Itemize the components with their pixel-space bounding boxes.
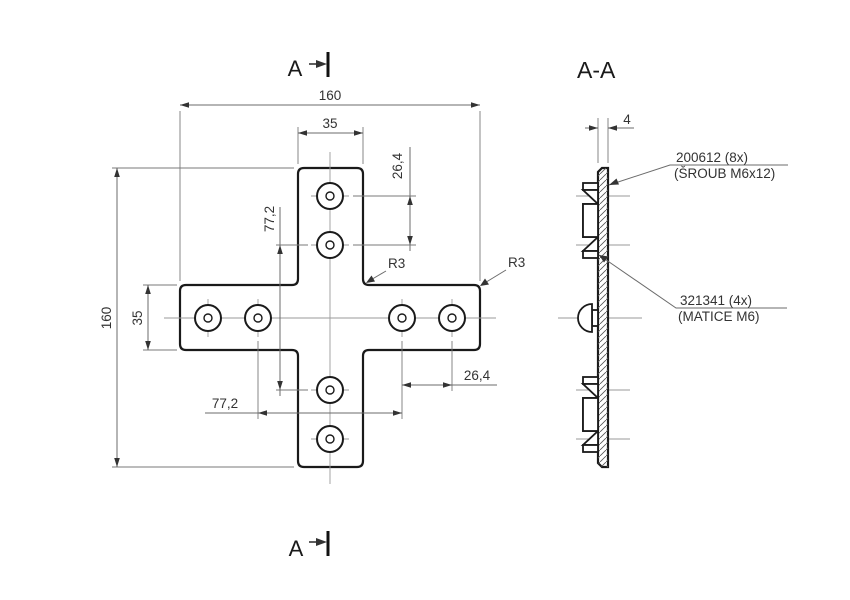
nut-body-outline	[582, 203, 599, 238]
hole	[438, 304, 466, 332]
dim-overall-width-value: 160	[319, 88, 342, 103]
countersink-cone	[580, 189, 599, 207]
nut-body-outline	[582, 397, 599, 432]
dim-hole-pitch-vertical-value: 26,4	[390, 152, 405, 179]
hole	[316, 231, 344, 259]
countersink-cone	[580, 383, 599, 401]
dim-arm-width-left: 35	[130, 284, 177, 351]
section-arrow-top	[316, 60, 327, 68]
hole	[194, 304, 222, 332]
dim-thickness-value: 4	[623, 112, 631, 127]
callout-screw: 200612 (8x) (ŠROUB M6x12)	[608, 150, 788, 186]
section-marker-top-label: A	[288, 56, 303, 81]
front-view: A A	[99, 52, 525, 561]
radius-callout-outer: R3	[480, 255, 525, 286]
dome-profile	[577, 303, 593, 333]
screw-head-flange	[582, 250, 599, 259]
hole	[316, 376, 344, 404]
screw-head-flange	[582, 376, 599, 385]
holes	[194, 182, 466, 453]
dim-arm-width-top-value: 35	[322, 116, 337, 131]
fastener-assembly-bottom	[580, 376, 599, 453]
section-marker-top: A	[288, 52, 330, 81]
dim-overall-height: 160	[99, 167, 294, 468]
countersink-cone	[580, 428, 599, 446]
dim-overall-width: 160	[179, 88, 481, 281]
dim-arm-width-top: 35	[297, 116, 364, 164]
section-view-title: A-A	[577, 57, 616, 83]
center-dome	[577, 303, 599, 333]
dim-hole-span-vertical: 77,2	[262, 206, 308, 396]
dim-hole-pitch-horizontal-value: 26,4	[464, 368, 491, 383]
countersink-cone	[580, 234, 599, 252]
section-marker-bottom-label: A	[289, 536, 304, 561]
radius-callout-inner: R3	[366, 256, 405, 283]
callout-screw-description: (ŠROUB M6x12)	[674, 166, 775, 181]
callout-screw-part-number: 200612 (8x)	[676, 150, 748, 165]
hole	[316, 182, 344, 210]
callout-nut: 321341 (4x) (MATICE M6)	[598, 254, 787, 324]
section-view: A-A	[558, 57, 788, 469]
screw-head-flange	[582, 444, 599, 453]
section-marker-bottom: A	[289, 531, 330, 561]
radius-callout-outer-value: R3	[508, 255, 525, 270]
dim-arm-width-left-value: 35	[130, 310, 145, 325]
dim-overall-height-value: 160	[99, 307, 114, 330]
dim-hole-span-horizontal-value: 77,2	[212, 396, 238, 411]
fastener-assembly-top	[580, 182, 599, 259]
dim-hole-pitch-horizontal: 26,4	[402, 341, 497, 391]
screw-head-flange	[582, 182, 599, 191]
hole	[388, 304, 416, 332]
section-arrow-bottom	[316, 538, 327, 546]
hole	[244, 304, 272, 332]
plate-section-hatch	[598, 168, 608, 467]
dim-thickness: 4	[585, 112, 634, 163]
hole	[316, 425, 344, 453]
callout-nut-part-number: 321341 (4x)	[680, 293, 752, 308]
dim-hole-span-vertical-value: 77,2	[262, 206, 277, 232]
dim-hole-pitch-vertical: 26,4	[353, 147, 416, 251]
dim-hole-span-horizontal: 77,2	[205, 341, 403, 419]
callout-nut-description: (MATICE M6)	[678, 309, 760, 324]
radius-callout-inner-value: R3	[388, 256, 405, 271]
